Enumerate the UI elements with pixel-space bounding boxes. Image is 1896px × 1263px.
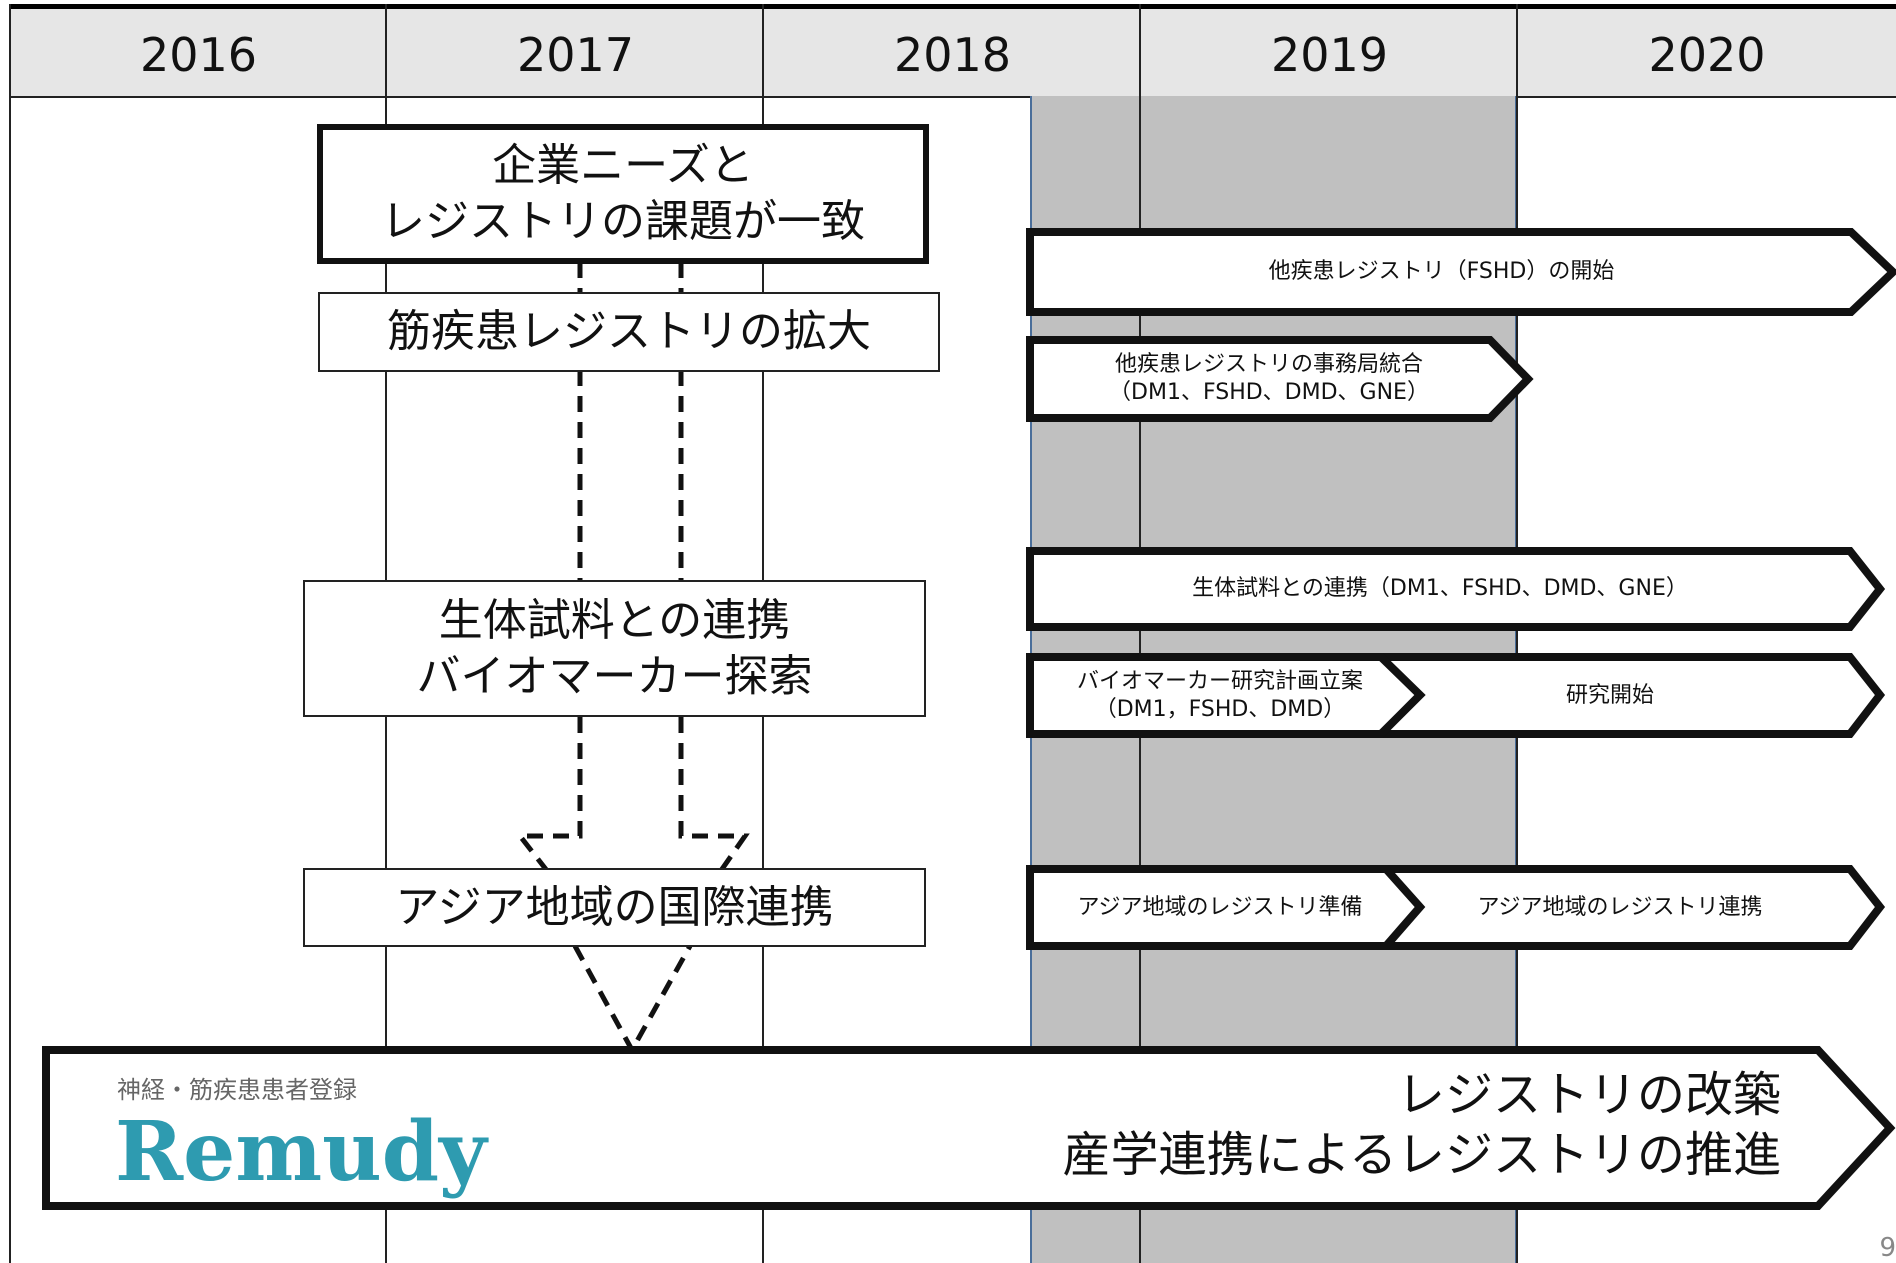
remudy-goal-text: レジストリの改築 産学連携によるレジストリの推進 <box>881 1065 1781 1185</box>
year-2018: 2018 <box>893 28 1012 82</box>
grid-line <box>1516 4 1518 1263</box>
year-2020: 2020 <box>1648 28 1766 82</box>
arrow-remudy <box>42 1046 1896 1210</box>
dashed-connector <box>514 717 583 874</box>
svg-text:Remudy: Remudy <box>115 1104 489 1200</box>
grid-line <box>9 4 11 1263</box>
dashed-arrowhead <box>572 944 693 1056</box>
box-needs-match: 企業ニーズと レジストリの課題が一致 <box>317 124 929 264</box>
arrow-label-biosample: 生体試料との連携（DM1、FSHD、DMD、GNE） <box>1192 576 1688 601</box>
arrow-biosample <box>1026 547 1886 631</box>
arrow-label-biomarker-plan: バイオマーカー研究計画立案 （DM1，FSHD、DMD） <box>1076 668 1363 722</box>
box-asia: アジア地域の国際連携 <box>303 868 926 947</box>
year-2017: 2017 <box>516 28 635 82</box>
remudy-line-1: レジストリの改築 <box>1396 1067 1781 1123</box>
box-biomaterial: 生体試料との連携 バイオマーカー探索 <box>303 580 926 717</box>
grid-line <box>1139 4 1141 1263</box>
year-2016: 2016 <box>139 28 258 82</box>
arrow-label-fshd-start: 他疾患レジストリ（FSHD）の開始 <box>1268 259 1615 284</box>
arrow-label-asia-prep: アジア地域のレジストリ準備 <box>1077 894 1363 920</box>
page-number: 9 <box>1879 1233 1896 1263</box>
remudy-line-2: 産学連携によるレジストリの推進 <box>1062 1127 1781 1183</box>
svg-text:神経・筋疾患患者登録: 神経・筋疾患患者登録 <box>117 1076 357 1104</box>
arrow-label-research-start: 研究開始 <box>1565 682 1654 708</box>
year-header: 2016 2017 2018 2019 2020 <box>10 4 1896 98</box>
arrow-label-secretariat: 他疾患レジストリの事務局統合 （DM1、FSHD、DMD、GNE） <box>1109 352 1429 405</box>
arrow-asia-prep <box>1026 865 1426 950</box>
arrow-secretariat <box>1026 336 1534 422</box>
arrow-biomarker-plan <box>1026 653 1426 738</box>
dashed-connector <box>678 717 750 874</box>
remudy-logo: 神経・筋疾患患者登録 Remudy <box>115 1076 489 1200</box>
arrow-label-asia-link: アジア地域のレジストリ連携 <box>1477 894 1763 920</box>
year-2019: 2019 <box>1270 28 1389 82</box>
arrow-fshd-start <box>1026 228 1896 316</box>
box-registry-expansion: 筋疾患レジストリの拡大 <box>318 292 940 372</box>
